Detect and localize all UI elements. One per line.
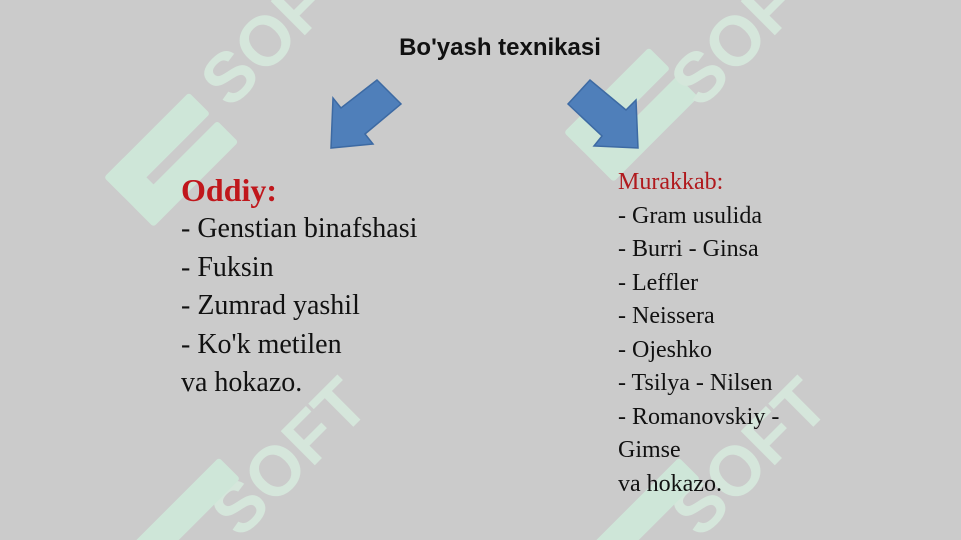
- list-item: - Neissera: [618, 303, 715, 329]
- list-item: - Tsilya - Nilsen: [618, 370, 773, 396]
- arrow-down-left-icon: [330, 79, 403, 149]
- list-item: - Ko'k metilen: [181, 328, 342, 360]
- list-item: - Zumrad yashil: [181, 290, 360, 321]
- list-item: - Fuksin: [181, 251, 274, 283]
- complex-heading: Murakkab:: [618, 169, 724, 195]
- list-item: - Gram usulida: [618, 202, 762, 229]
- slide-title: Bo'yash texnikasi: [399, 34, 601, 61]
- simple-heading: Oddiy:: [181, 172, 278, 208]
- list-item: - Romanovskiy - Gimse: [618, 403, 780, 464]
- complex-techniques: Murakkab: - Gram usulida - Burri - Ginsa…: [618, 166, 828, 501]
- simple-techniques: Oddiy: - Genstian binafshasi - Fuksin - …: [181, 170, 421, 403]
- list-item: - Genstian binafshasi: [181, 213, 418, 244]
- list-item: va hokazo.: [618, 470, 722, 497]
- list-item: - Ojeshko: [618, 336, 712, 363]
- list-item: - Burri - Ginsa: [618, 236, 759, 262]
- arrow-down-right-icon: [566, 78, 639, 149]
- list-item: va hokazo.: [181, 367, 303, 398]
- list-item: - Leffler: [618, 269, 699, 296]
